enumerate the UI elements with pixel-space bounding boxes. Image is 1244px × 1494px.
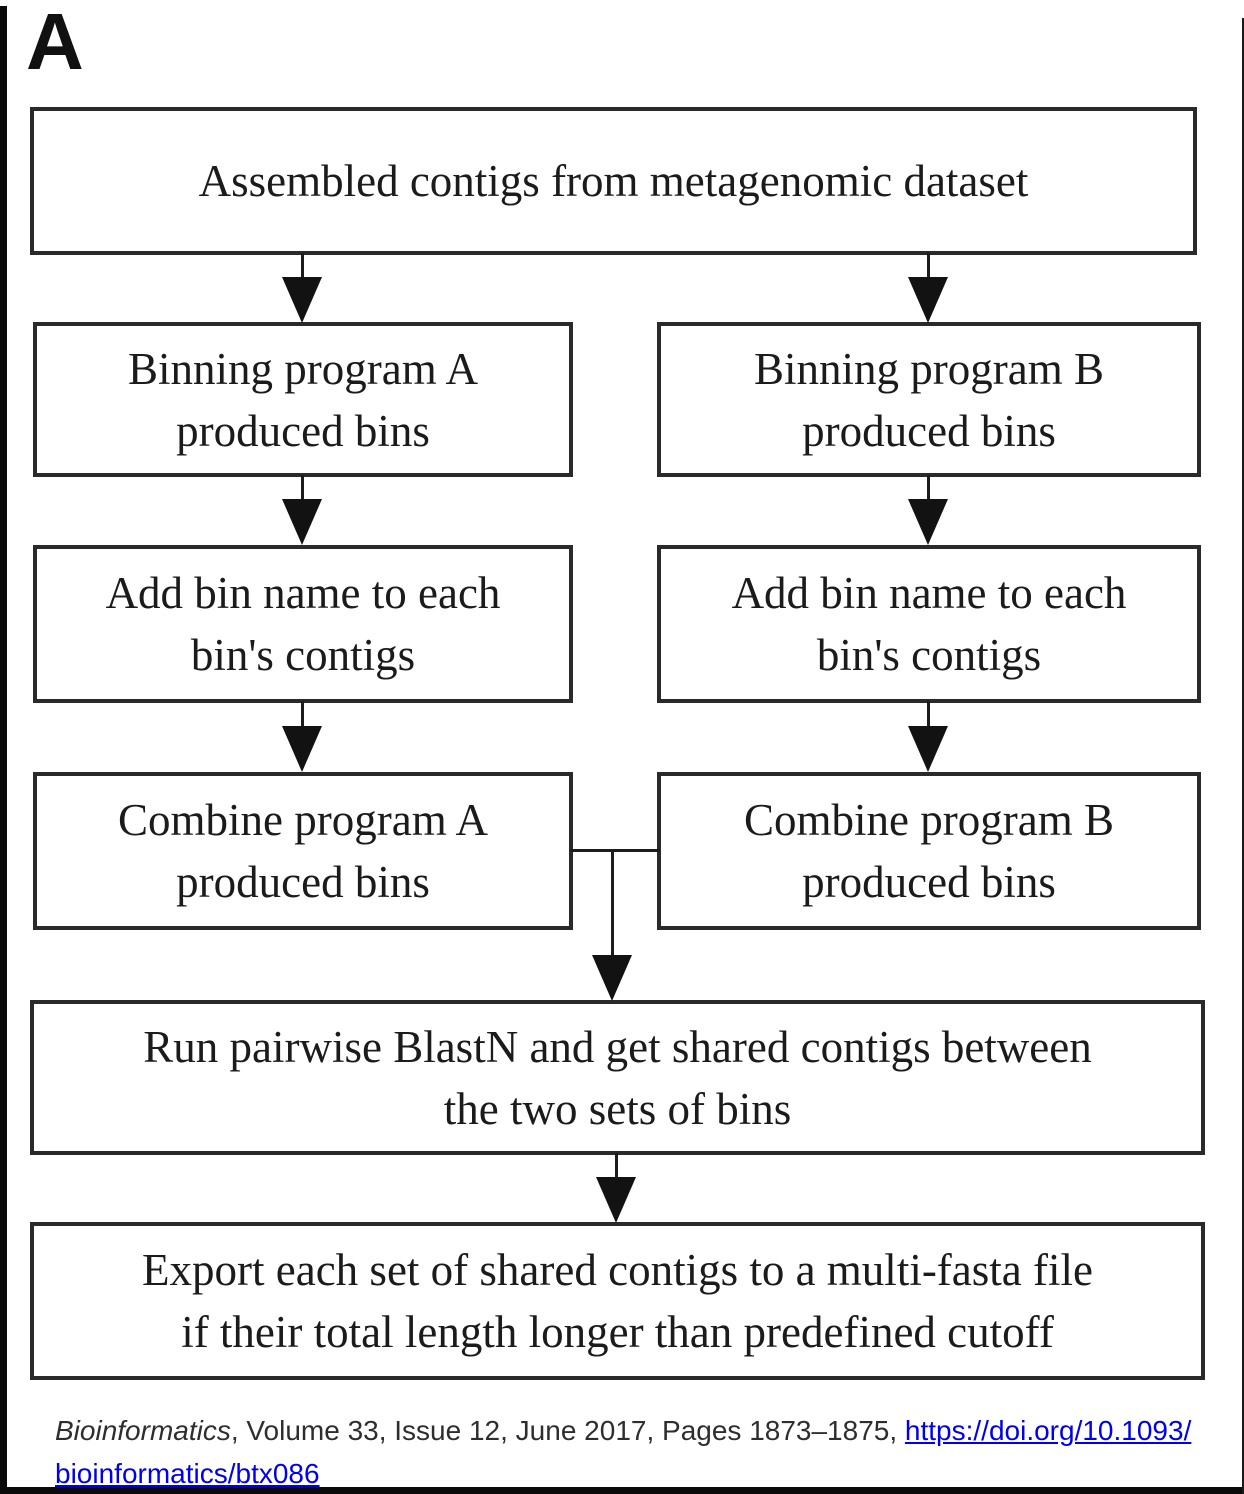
frame-border-left: [0, 6, 7, 1494]
arrow-down-icon: [908, 277, 948, 323]
arrow-down-icon: [282, 499, 322, 545]
flow-box-add-bin-name-b-text: Add bin name to each bin's contigs: [731, 568, 1127, 680]
connector-combine-merge-line: [570, 849, 660, 852]
citation-details: , Volume 33, Issue 12, June 2017, Pages …: [230, 1415, 905, 1446]
arrow-down-icon: [282, 277, 322, 323]
arrow-merge-to-blastn: [592, 849, 632, 1001]
panel-label: A: [26, 0, 84, 86]
arrow-down-icon: [908, 499, 948, 545]
arrow-add-name-a-to-combine-a: [282, 701, 322, 772]
flow-box-binning-program-b: Binning program B produced bins: [657, 322, 1201, 477]
arrow-stem: [610, 849, 614, 955]
flow-box-binning-program-a: Binning program A produced bins: [33, 322, 573, 477]
arrow-stem: [300, 701, 304, 726]
citation-line-1: Bioinformatics, Volume 33, Issue 12, Jun…: [55, 1409, 1230, 1452]
citation-line-2: bioinformatics/btx086: [55, 1452, 1230, 1494]
arrow-assembled-to-binning-b: [908, 253, 948, 323]
arrow-assembled-to-binning-a: [282, 253, 322, 323]
arrow-stem: [300, 475, 304, 499]
citation-journal: Bioinformatics: [55, 1415, 231, 1446]
doi-link-part-2[interactable]: bioinformatics/btx086: [55, 1458, 320, 1489]
arrow-stem: [926, 701, 930, 726]
arrow-add-name-b-to-combine-b: [908, 701, 948, 772]
flow-box-add-bin-name-b: Add bin name to each bin's contigs: [657, 545, 1201, 703]
flow-box-combine-program-a-text: Combine program A produced bins: [118, 795, 488, 907]
flow-box-run-blastn-text: Run pairwise BlastN and get shared conti…: [143, 1021, 1092, 1134]
flow-box-assembled-contigs: Assembled contigs from metagenomic datas…: [30, 107, 1197, 255]
arrow-binning-b-to-add-name-b: [908, 475, 948, 545]
flow-box-combine-program-b: Combine program B produced bins: [657, 772, 1201, 930]
flow-box-run-blastn: Run pairwise BlastN and get shared conti…: [30, 1000, 1205, 1155]
arrow-down-icon: [908, 726, 948, 772]
frame-border-right: [1242, 18, 1244, 1494]
flow-box-export-fasta-text: Export each set of shared contigs to a m…: [142, 1245, 1093, 1357]
citation: Bioinformatics, Volume 33, Issue 12, Jun…: [55, 1409, 1230, 1494]
arrow-stem: [926, 475, 930, 499]
arrow-binning-a-to-add-name-a: [282, 475, 322, 545]
arrow-blastn-to-export: [596, 1153, 636, 1223]
flow-box-combine-program-b-text: Combine program B produced bins: [744, 795, 1114, 907]
arrow-down-icon: [282, 726, 322, 772]
arrow-stem: [300, 253, 304, 277]
flow-box-add-bin-name-a-text: Add bin name to each bin's contigs: [105, 568, 501, 680]
flow-box-binning-program-b-text: Binning program B produced bins: [754, 343, 1104, 456]
arrow-stem: [926, 253, 930, 277]
flow-box-combine-program-a: Combine program A produced bins: [33, 772, 573, 930]
flow-box-binning-program-a-text: Binning program A produced bins: [128, 343, 478, 456]
flow-box-export-fasta: Export each set of shared contigs to a m…: [30, 1222, 1205, 1380]
frame-border-bottom: [0, 1487, 1244, 1494]
arrow-stem: [614, 1153, 618, 1177]
arrow-down-icon: [592, 955, 632, 1001]
flow-box-add-bin-name-a: Add bin name to each bin's contigs: [33, 545, 573, 703]
flow-box-assembled-contigs-text: Assembled contigs from metagenomic datas…: [198, 156, 1029, 206]
doi-link-part-1[interactable]: https://doi.org/10.1093/: [904, 1415, 1192, 1446]
arrow-down-icon: [596, 1177, 636, 1223]
